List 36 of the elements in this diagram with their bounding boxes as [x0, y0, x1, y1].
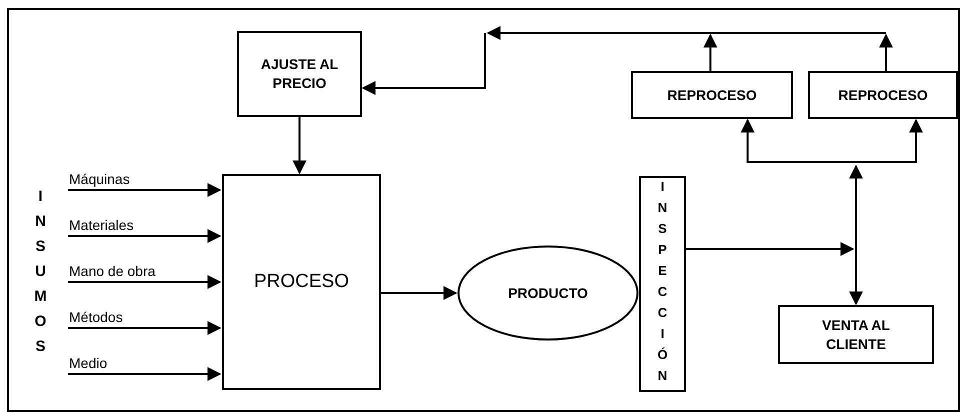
process-box [808, 71, 958, 119]
node-text: AJUSTE AL PRECIO [260, 55, 340, 93]
arrow [486, 26, 886, 40]
node-text: PROCESO [254, 271, 350, 293]
arrow [879, 34, 893, 71]
arrow [68, 367, 222, 381]
vertical-label: INSUMOS [32, 188, 49, 363]
process-box [631, 71, 793, 119]
edge-label: Máquinas [68, 171, 131, 187]
arrow [856, 118, 923, 163]
edge-label: Medio [68, 355, 108, 371]
process-box [237, 31, 362, 117]
arrow [362, 33, 486, 95]
edge-label: Métodos [68, 309, 124, 325]
node-text: REPROCESO [667, 86, 757, 104]
node-text: VENTA AL CLIENTE [821, 316, 891, 354]
arrow [740, 118, 856, 163]
node-text: INSPECCIÓN [655, 179, 670, 389]
arrow [849, 249, 863, 306]
edge-label: Mano de obra [68, 263, 156, 279]
arrow [849, 164, 863, 249]
arrow [703, 34, 718, 71]
process-box [222, 174, 381, 390]
arrow [68, 229, 222, 243]
arrow [292, 117, 306, 174]
process-box [778, 305, 934, 364]
node-text: REPROCESO [838, 86, 928, 104]
arrow [686, 242, 854, 256]
arrow [68, 183, 222, 197]
arrow [68, 275, 222, 289]
node-text: PRODUCTO [508, 284, 588, 302]
edge-label: Materiales [68, 217, 135, 233]
arrow [381, 286, 458, 300]
arrow [68, 321, 222, 335]
inspection-bar [639, 176, 686, 392]
product-ellipse [457, 245, 639, 341]
